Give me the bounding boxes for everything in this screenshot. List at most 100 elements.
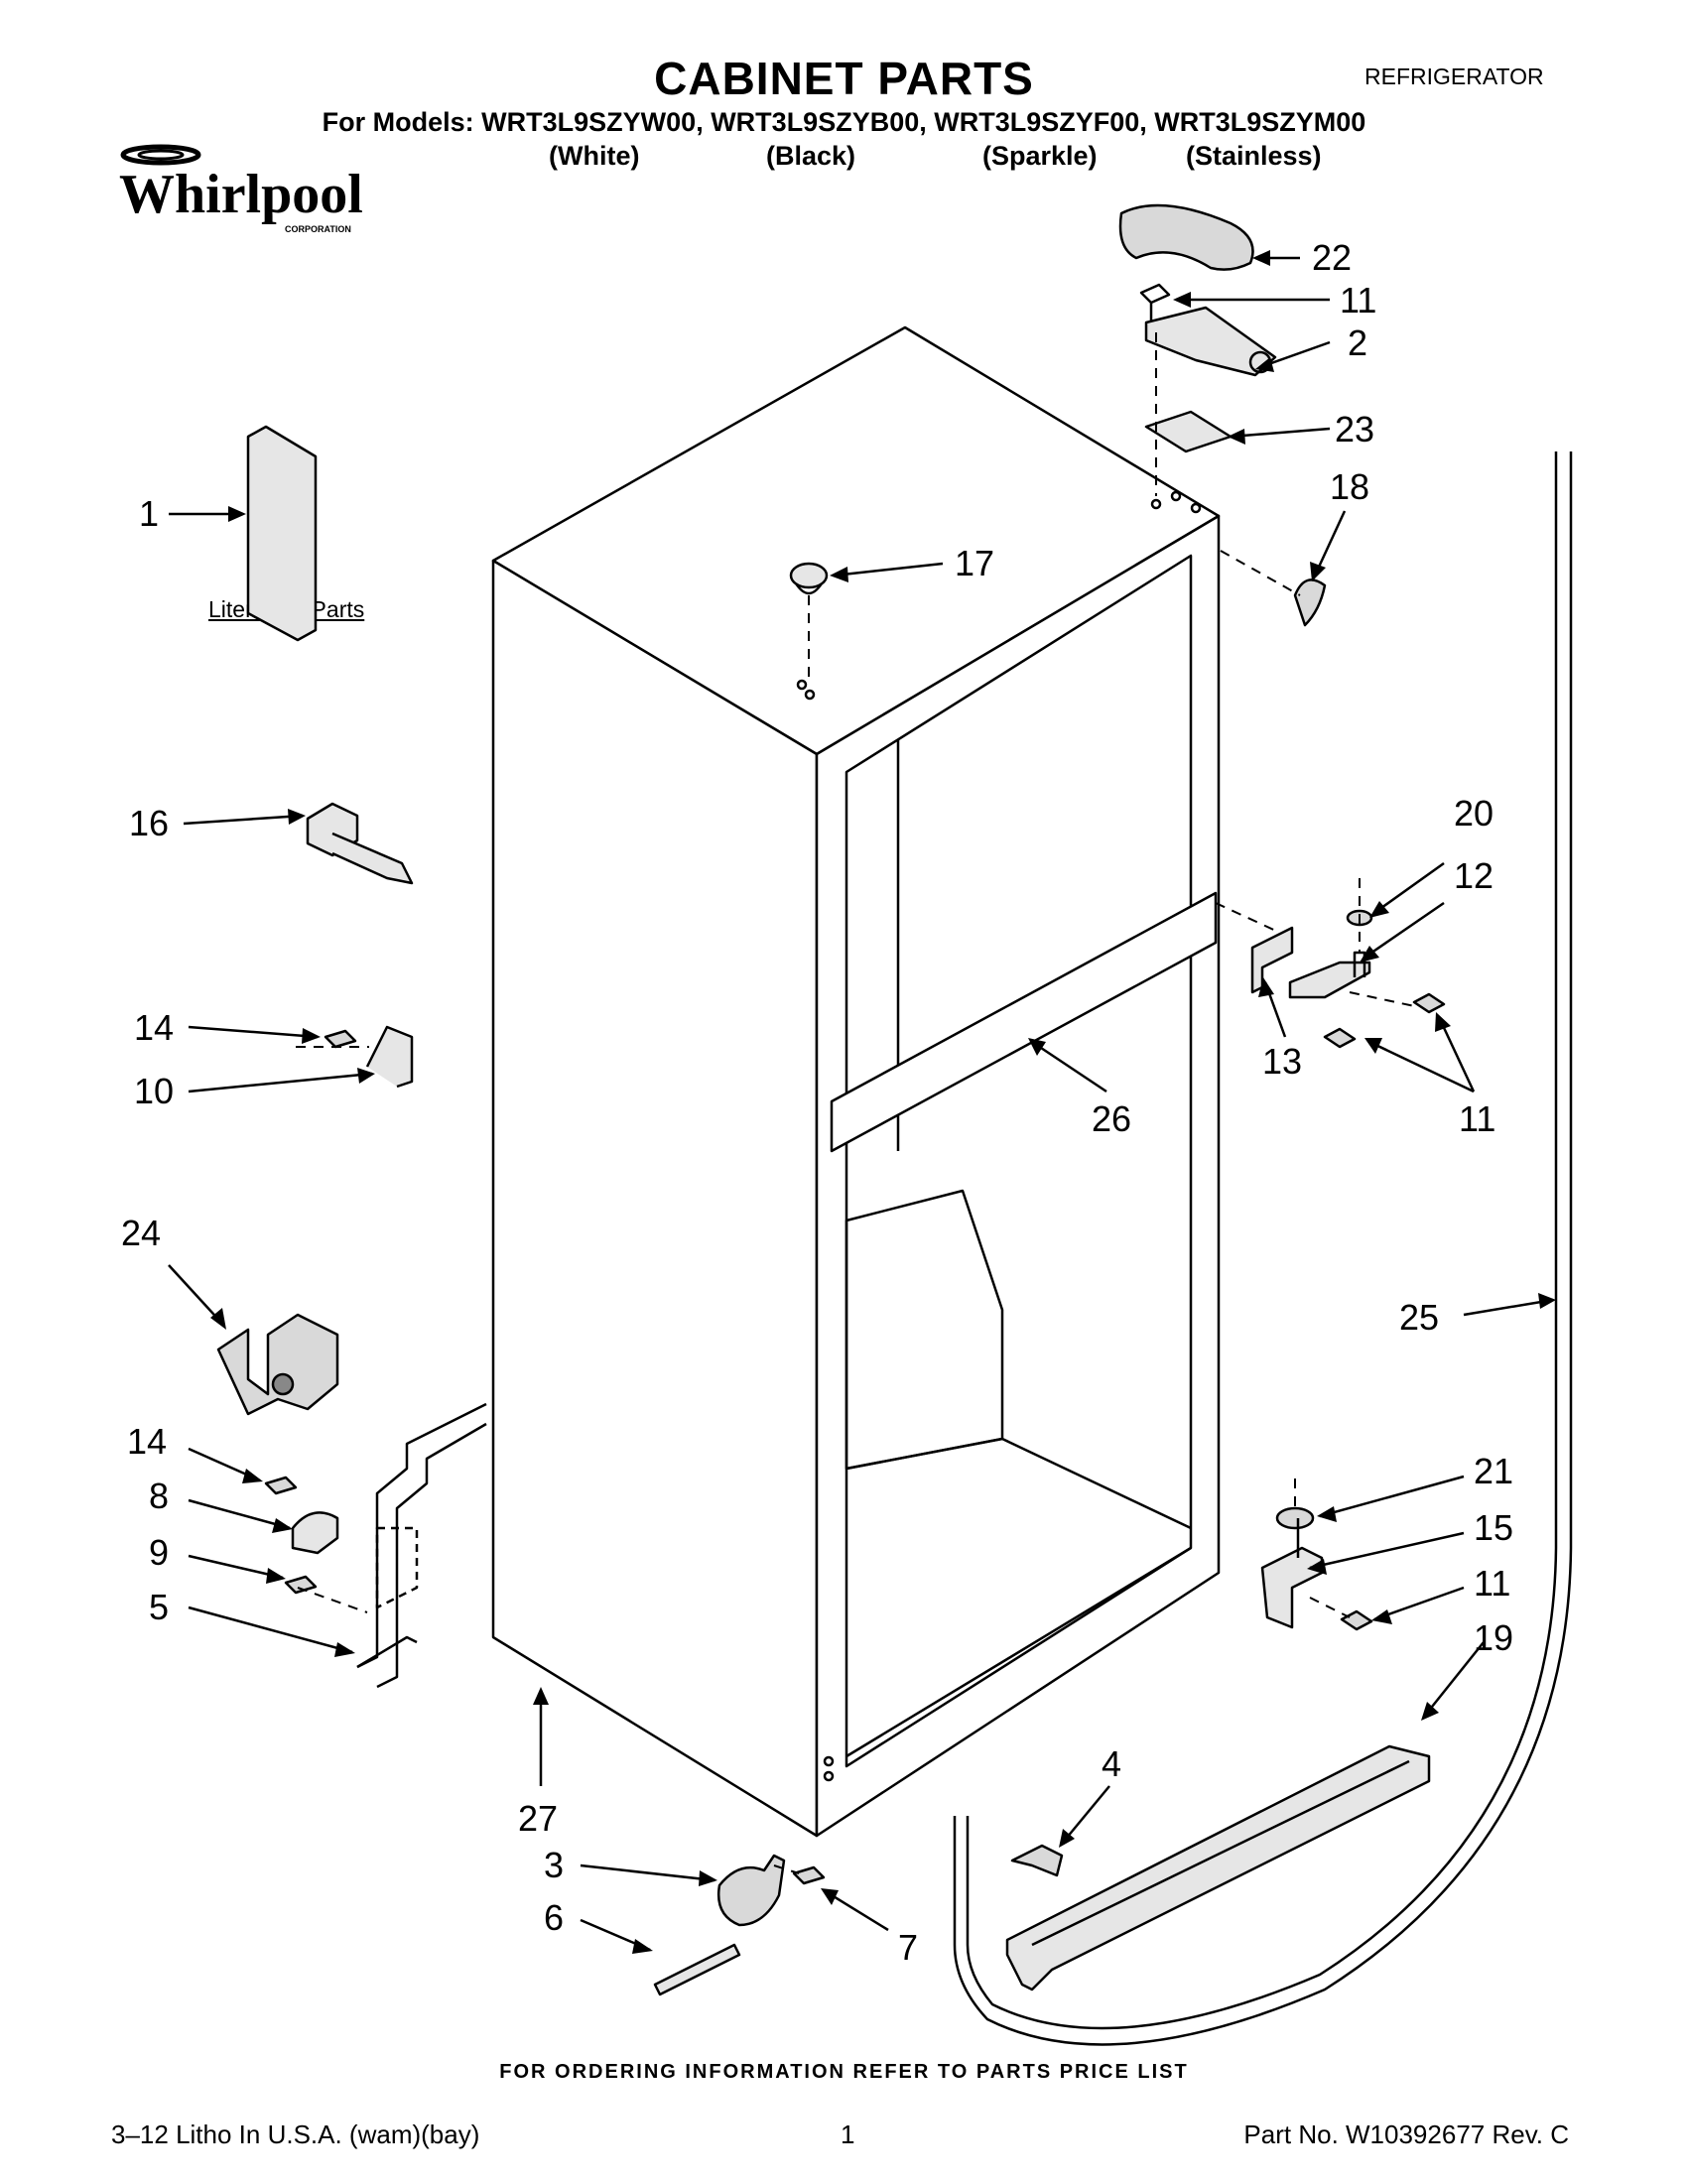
callout-25: 25	[1399, 1297, 1439, 1338]
liner-floor	[845, 1437, 1192, 1530]
leader-4	[1061, 1785, 1110, 1845]
mounting-bracket	[356, 1402, 487, 1669]
logo-sub-text: CORPORATION	[285, 224, 351, 234]
leader-18	[1313, 510, 1347, 577]
clip-bracket	[365, 1025, 414, 1089]
arrow-25	[1538, 1293, 1556, 1309]
bracket-outline	[375, 1526, 419, 1609]
leader-25	[1463, 1298, 1554, 1317]
arrow-8	[272, 1518, 293, 1533]
dash-9	[297, 1587, 368, 1613]
hinge-bracket-shim	[1250, 926, 1294, 994]
dash-11-mid	[1349, 991, 1420, 1008]
callout-9: 9	[149, 1532, 169, 1573]
callout-8: 8	[149, 1476, 169, 1516]
callout-1: 1	[139, 493, 159, 534]
center-mullion	[830, 891, 1218, 1153]
part-number: Part No. W10392677 Rev. C	[1243, 2120, 1569, 2149]
arrow-20	[1369, 901, 1389, 918]
callout-12: 12	[1454, 855, 1493, 896]
leader-16	[183, 814, 304, 826]
leader-5	[188, 1606, 353, 1654]
cabinet-front-frame	[815, 514, 1221, 1838]
arrow-19	[1421, 1702, 1439, 1721]
callout-5: 5	[149, 1587, 169, 1627]
hinge-screw-mid-a	[1323, 1027, 1357, 1049]
valve-inlet	[271, 1372, 295, 1396]
whirlpool-logo: Whirlpool CORPORATION	[119, 144, 363, 234]
arrow-6	[632, 1939, 653, 1954]
callout-23: 23	[1335, 409, 1374, 450]
screw-14-upper	[324, 1029, 357, 1049]
hinge-screw-bottom	[1340, 1609, 1373, 1631]
door-gasket-tube-outer	[953, 451, 1573, 2046]
arrow-11-bottom	[1371, 1609, 1392, 1624]
callout-19: 19	[1474, 1617, 1513, 1658]
top-hinge	[1144, 306, 1277, 377]
leader-11-mid-b	[1437, 1016, 1476, 1092]
dash-mid-hinge	[1215, 902, 1281, 934]
roller-axle	[653, 1943, 741, 1996]
bottom-hinge-washer	[1275, 1506, 1315, 1530]
hinge-cover	[1118, 203, 1254, 271]
leader-2	[1259, 340, 1331, 369]
hinge-screw-mid-b	[1412, 992, 1446, 1014]
arrow-10	[357, 1068, 375, 1084]
top-plug-stem	[794, 582, 824, 595]
arrow-11-mid-a	[1364, 1038, 1382, 1054]
leveling-roller	[716, 1854, 786, 1927]
hole	[823, 1755, 835, 1767]
hinge-hole-plug	[1293, 578, 1327, 627]
callout-18: 18	[1330, 466, 1369, 507]
model-numbers: For Models: WRT3L9SZYW00, WRT3L9SZYB00, …	[322, 107, 1366, 137]
door-gasket-tube	[966, 451, 1558, 2030]
top-plug	[789, 562, 829, 589]
product-category: REFRIGERATOR	[1364, 64, 1544, 89]
leader-17	[833, 562, 944, 578]
arrow-14-lower	[242, 1469, 263, 1483]
leader-11-bottom	[1373, 1586, 1465, 1621]
callout-17: 17	[955, 543, 994, 583]
hole	[796, 679, 808, 691]
leader-14-upper	[188, 1025, 319, 1039]
page-number: 1	[841, 2120, 855, 2149]
logo-brand-text: Whirlpool	[119, 164, 363, 225]
arrow-5	[334, 1642, 355, 1657]
arrow-12	[1360, 946, 1379, 963]
arrow-17	[830, 567, 848, 582]
arrow-4	[1059, 1829, 1075, 1848]
callout-27: 27	[518, 1798, 558, 1839]
hole	[1150, 498, 1162, 510]
arrow-1	[228, 506, 246, 522]
cabinet-side-panel	[491, 559, 819, 1838]
cabinet-bottom-edge	[845, 1546, 1192, 1758]
grille-clip	[1010, 1844, 1064, 1877]
callout-13: 13	[1262, 1041, 1302, 1082]
callout-16: 16	[129, 803, 169, 843]
arrow-21	[1317, 1506, 1337, 1522]
leader-20	[1373, 861, 1445, 915]
arrow-2	[1255, 357, 1274, 372]
arrow-3	[699, 1870, 717, 1886]
literature-parts-booklet	[246, 425, 318, 642]
leader-11-mid-a	[1368, 1040, 1475, 1093]
variant-black: (Black)	[766, 141, 856, 171]
leader-12	[1363, 901, 1445, 960]
callout-22: 22	[1312, 237, 1352, 278]
screw-9	[284, 1575, 318, 1595]
arrow-11-mid-b	[1435, 1012, 1451, 1032]
liner-step	[844, 1189, 1004, 1471]
callout-7: 7	[898, 1927, 918, 1968]
hole	[1190, 502, 1202, 514]
arrow-9	[266, 1568, 286, 1584]
arrow-24	[210, 1308, 226, 1330]
callout-15: 15	[1474, 1507, 1513, 1548]
hole	[823, 1770, 835, 1782]
arrow-15	[1307, 1559, 1327, 1575]
arrow-26	[1028, 1038, 1046, 1056]
toe-grille	[1005, 1744, 1431, 1991]
dash-7	[773, 1864, 800, 1874]
callout-3: 3	[544, 1845, 564, 1885]
arrow-14-upper	[302, 1028, 321, 1044]
